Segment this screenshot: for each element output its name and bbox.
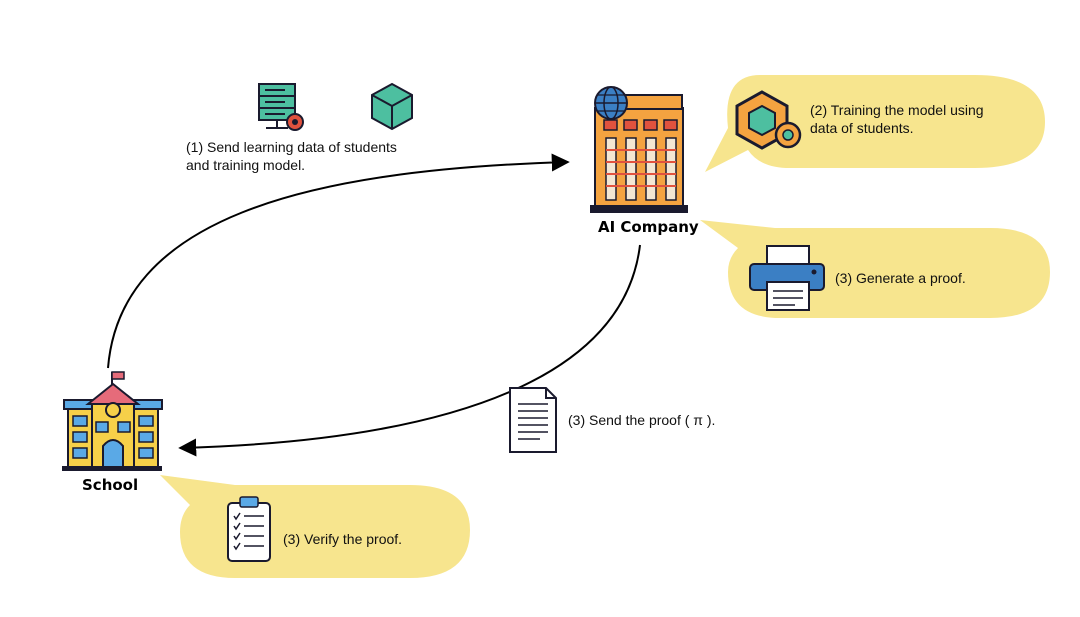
clipboard-checklist-icon [227,496,271,562]
globe-icon [594,86,628,120]
step-generate-label: (3) Generate a proof. [835,270,966,286]
ai-company-label: AI Company [598,218,699,236]
step-training-line1: (2) Training the model using [810,102,984,118]
cube-gear-icon [735,90,802,150]
office-building-icon [590,94,688,213]
step-send-data-line2: and training model. [186,157,306,173]
step-send-data-line1: (1) Send learning data of students [186,139,397,155]
printer-icon [749,245,825,311]
step-training-line2: data of students. [810,120,914,136]
step-send-data-label: (1) Send learning data of students and t… [186,138,397,174]
step-verify-label: (3) Verify the proof. [283,531,403,547]
document-icon [509,387,557,453]
school-building-icon [62,371,163,471]
step-training-label: (2) Training the model using data of stu… [810,101,984,137]
school-label: School [82,476,139,494]
arrow-school-to-ai-company [107,153,570,369]
step-send-proof-label: (3) Send the proof ( π ). [568,412,716,428]
cube-icon [371,82,413,131]
bubble-verify [160,475,470,578]
server-gear-icon [258,83,304,131]
